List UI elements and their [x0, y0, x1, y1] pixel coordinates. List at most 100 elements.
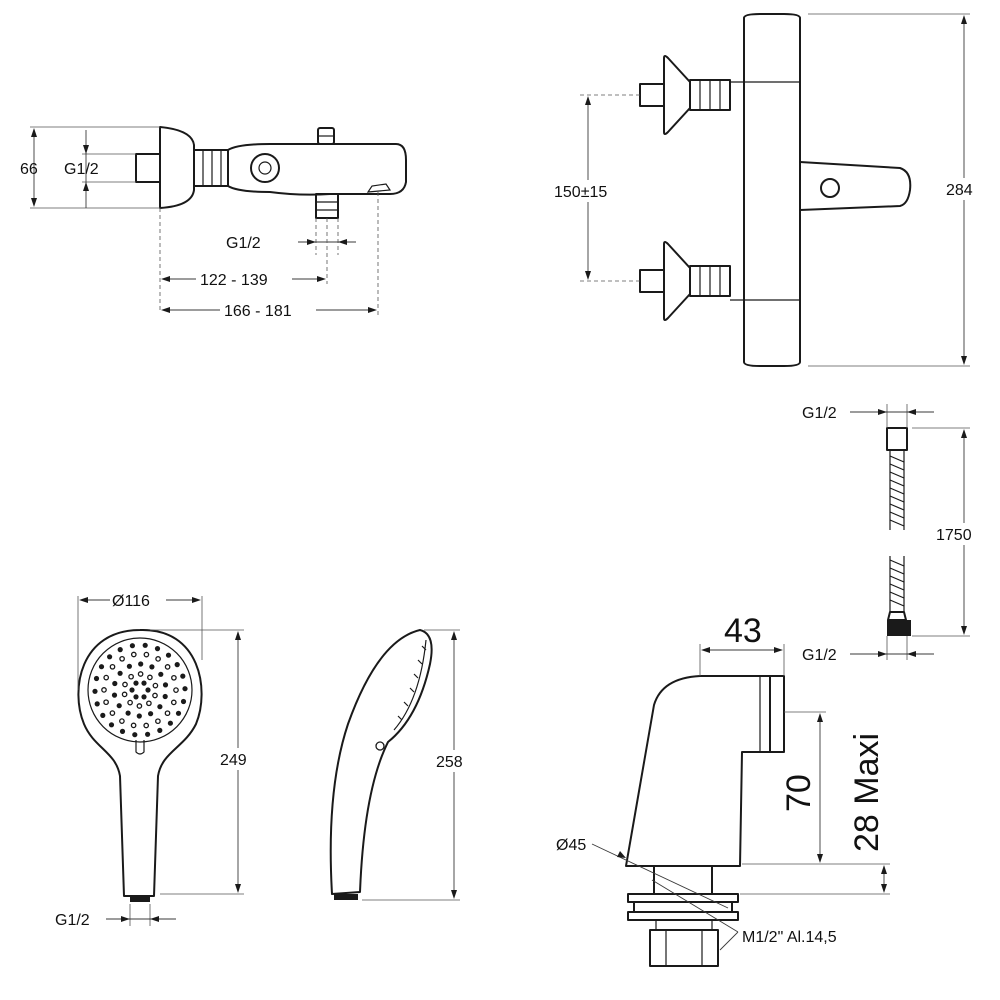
shower-outlet [315, 193, 339, 219]
nozzle [128, 673, 134, 680]
nozzle [130, 722, 137, 729]
nozzle [129, 643, 135, 649]
nozzle [117, 647, 123, 653]
inlet-nut [193, 149, 229, 187]
nozzle [180, 673, 186, 679]
nozzle [117, 670, 123, 676]
upper-inlet-stub [639, 83, 665, 107]
nozzle [129, 687, 135, 693]
hose-top-thread-label: G1/2 [802, 405, 837, 422]
washer-mid [633, 901, 733, 913]
nozzle [136, 703, 143, 709]
hose-length-label: 1750 [936, 527, 972, 544]
nozzle [152, 682, 159, 689]
depth-outlet-label: 122 - 139 [200, 272, 268, 289]
connector-outlet-ring [769, 675, 785, 753]
nozzle [145, 731, 151, 737]
mixer-body [227, 143, 407, 196]
side-thread [334, 894, 358, 900]
nozzle [121, 691, 128, 698]
nozzle [119, 655, 125, 662]
nozzle [155, 656, 161, 662]
connector-shank [653, 865, 713, 895]
side-length-label: 258 [436, 754, 463, 771]
nozzle [145, 687, 151, 693]
nozzle [93, 675, 100, 682]
nozzle [126, 663, 132, 669]
lower-inlet-flange [663, 241, 691, 321]
nozzle [138, 661, 144, 667]
selector-tab [135, 740, 145, 755]
nozzle [149, 664, 155, 670]
nozzle [142, 642, 148, 648]
nozzle [167, 720, 173, 726]
connector-width-label: 43 [724, 612, 762, 650]
outlet-thread-label: G1/2 [226, 235, 261, 252]
nozzle [174, 662, 180, 668]
connector-nut [649, 929, 719, 967]
nozzle [108, 722, 115, 728]
side-selector [375, 741, 385, 751]
hose-bottom-thread-label: G1/2 [802, 647, 837, 664]
mixer-lever [799, 161, 912, 211]
nozzle [170, 699, 177, 706]
hand-shower-side: 258 [329, 629, 474, 901]
nozzle [94, 701, 100, 707]
nozzle [130, 651, 137, 658]
nozzle [141, 680, 147, 686]
nozzle [147, 674, 153, 681]
nozzle [122, 681, 128, 688]
inlet-thread-label: G1/2 [64, 161, 99, 178]
nozzle [109, 710, 116, 716]
nozzle [143, 651, 150, 658]
connector-diameter-label: Ø45 [556, 837, 586, 854]
diameter-label: Ø116 [112, 593, 150, 610]
nozzle [175, 710, 182, 716]
upper-inlet-flange [663, 55, 691, 135]
handle-thread [130, 896, 150, 902]
control-knob [250, 153, 280, 183]
connector-body [625, 675, 771, 867]
nozzle [162, 693, 168, 700]
bath-spout [366, 183, 392, 193]
hand-shower-front: Ø116 249 G1/2 [55, 590, 258, 929]
nozzle [132, 732, 138, 738]
height-total-label: 284 [946, 182, 973, 199]
depth-total-label: 166 - 181 [224, 303, 292, 320]
nozzle [92, 688, 98, 694]
nozzle [133, 680, 139, 686]
lower-inlet-stub [639, 269, 665, 293]
nozzle [119, 728, 126, 735]
nozzle [165, 652, 172, 658]
nozzle [158, 671, 164, 677]
nozzle [100, 712, 106, 719]
washer-top [627, 893, 739, 903]
nozzle [107, 654, 113, 660]
mixer-column [743, 13, 801, 367]
nozzle [182, 686, 188, 692]
nozzle [162, 682, 169, 688]
nozzle [103, 674, 110, 681]
hose-bottom-nut [887, 620, 911, 636]
spray-face [87, 637, 193, 743]
nozzle [146, 700, 152, 707]
nozzle [103, 699, 109, 706]
nozzle [154, 646, 161, 652]
nozzle [157, 727, 163, 734]
connector-thread-label: M1/2" Al.14,5 [742, 929, 837, 946]
nozzle [136, 713, 142, 719]
nozzle [141, 694, 147, 700]
nozzle [164, 664, 171, 670]
nozzle [171, 674, 177, 681]
nozzle [152, 692, 158, 699]
nozzle [127, 699, 133, 706]
nozzle [133, 694, 139, 700]
front-view-mixer: 150±15 284 [552, 13, 984, 367]
nozzle [101, 687, 107, 693]
nozzle [111, 692, 118, 698]
nozzle [116, 703, 122, 709]
nozzle [125, 710, 131, 716]
shower-thread-label: G1/2 [55, 912, 90, 929]
wall-stub [135, 153, 161, 183]
lever-hole [820, 178, 840, 198]
